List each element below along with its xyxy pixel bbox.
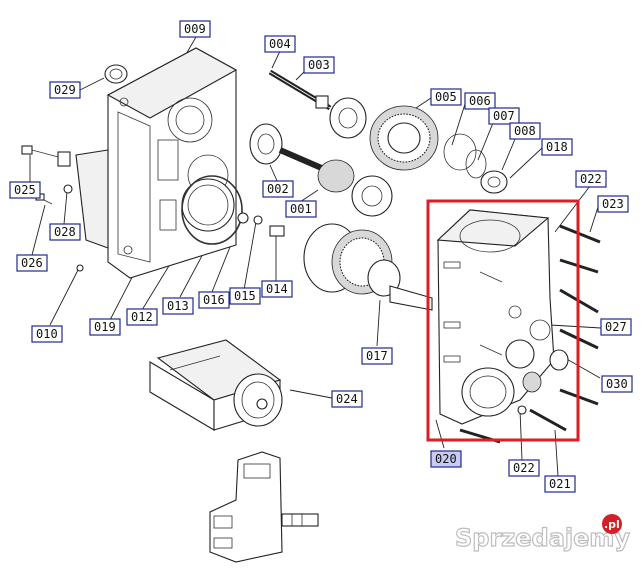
svg-text:.pl: .pl xyxy=(604,518,620,531)
svg-text:007: 007 xyxy=(493,109,515,123)
svg-text:004: 004 xyxy=(269,37,291,51)
part-label[interactable]: 017 xyxy=(361,347,393,365)
watermark-badge xyxy=(602,514,622,534)
housing-bolts xyxy=(21,145,84,272)
svg-text:026: 026 xyxy=(21,256,43,270)
part-label[interactable]: 013 xyxy=(162,297,194,315)
part-label[interactable]: 012 xyxy=(126,308,158,326)
part-labels: 009 004 003 029 005 006 007 008 018 025 … xyxy=(9,20,633,493)
part-label[interactable]: 003 xyxy=(303,56,335,74)
svg-text:008: 008 xyxy=(514,124,536,138)
svg-text:010: 010 xyxy=(36,327,58,341)
part-label[interactable]: 009 xyxy=(179,20,211,38)
output-shaft-gear-part xyxy=(303,223,433,311)
svg-text:012: 012 xyxy=(131,310,153,324)
part-label[interactable]: 026 xyxy=(16,254,48,272)
part-label[interactable]: 021 xyxy=(544,475,576,493)
part-label-selected[interactable]: 020 xyxy=(430,450,462,468)
o-ring-part xyxy=(181,175,243,245)
svg-text:014: 014 xyxy=(266,282,288,296)
part-label[interactable]: 019 xyxy=(89,318,121,336)
part-label[interactable]: 025 xyxy=(9,181,41,199)
part-label[interactable]: 023 xyxy=(597,195,629,213)
part-label[interactable]: 014 xyxy=(261,280,293,298)
pinion-shaft-part xyxy=(249,123,393,217)
part-label[interactable]: 028 xyxy=(49,223,81,241)
part-label[interactable]: 015 xyxy=(229,287,261,305)
svg-text:002: 002 xyxy=(267,182,289,196)
assembled-gearbox-preview xyxy=(209,451,319,563)
part-label[interactable]: 027 xyxy=(600,318,632,336)
svg-text:025: 025 xyxy=(14,183,36,197)
seal-ring-part xyxy=(104,64,128,84)
hydraulic-motor-part xyxy=(149,339,283,431)
svg-text:022: 022 xyxy=(513,461,535,475)
svg-text:019: 019 xyxy=(94,320,116,334)
svg-text:030: 030 xyxy=(606,377,628,391)
svg-text:003: 003 xyxy=(308,58,330,72)
part-label[interactable]: 022 xyxy=(508,459,540,477)
part-label[interactable]: 030 xyxy=(601,375,633,393)
gear-set-upper xyxy=(329,97,508,194)
svg-text:006: 006 xyxy=(469,94,491,108)
small-fittings xyxy=(237,212,285,237)
svg-text:021: 021 xyxy=(549,477,571,491)
part-label[interactable]: 008 xyxy=(509,122,541,140)
part-label[interactable]: 005 xyxy=(430,88,462,106)
part-label[interactable]: 002 xyxy=(262,180,294,198)
svg-text:023: 023 xyxy=(602,197,624,211)
front-cover-part xyxy=(436,209,601,444)
svg-text:015: 015 xyxy=(234,289,256,303)
svg-text:017: 017 xyxy=(366,349,388,363)
part-label[interactable]: 018 xyxy=(541,138,573,156)
svg-text:024: 024 xyxy=(336,392,358,406)
part-label[interactable]: 024 xyxy=(331,390,363,408)
part-label[interactable]: 006 xyxy=(464,92,496,110)
part-label[interactable]: 010 xyxy=(31,325,63,343)
input-shaft-part xyxy=(268,69,332,111)
part-label[interactable]: 007 xyxy=(488,107,520,125)
svg-text:016: 016 xyxy=(203,293,225,307)
part-label[interactable]: 001 xyxy=(285,200,317,218)
watermark-logo: Sprzedajemy .pl xyxy=(454,514,631,553)
svg-text:020: 020 xyxy=(435,452,457,466)
part-label[interactable]: 004 xyxy=(264,35,296,53)
svg-text:027: 027 xyxy=(605,320,627,334)
svg-text:005: 005 xyxy=(435,90,457,104)
part-label[interactable]: 022 xyxy=(575,170,607,188)
svg-text:013: 013 xyxy=(167,299,189,313)
svg-text:009: 009 xyxy=(184,22,206,36)
svg-text:022: 022 xyxy=(580,172,602,186)
part-label[interactable]: 029 xyxy=(49,81,81,99)
highlight-box xyxy=(426,199,580,442)
rear-housing-part xyxy=(75,47,238,279)
svg-text:Sprzedajemy: Sprzedajemy xyxy=(455,524,630,552)
svg-text:001: 001 xyxy=(290,202,312,216)
svg-text:028: 028 xyxy=(54,225,76,239)
svg-text:029: 029 xyxy=(54,83,76,97)
svg-text:018: 018 xyxy=(546,140,568,154)
part-label[interactable]: 016 xyxy=(198,291,230,309)
